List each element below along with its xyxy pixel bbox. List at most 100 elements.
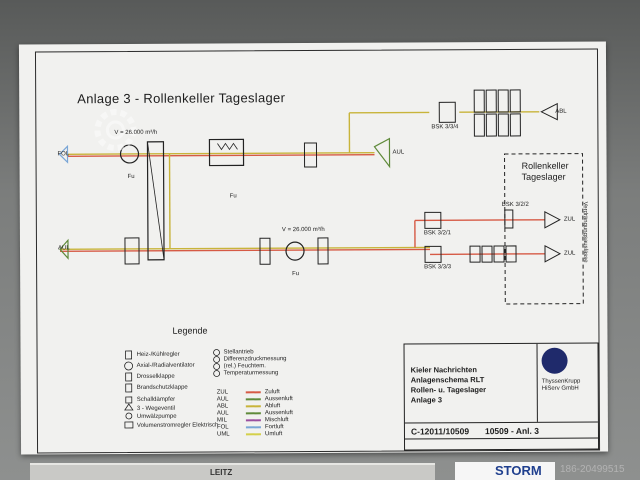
flow-top-label: V = 26.000 m³/h [114, 129, 158, 137]
line-label-fol: Fortluft [264, 424, 284, 431]
ahu-coil-left [146, 141, 165, 261]
legend-item-7: Umwälzpumpe [136, 413, 177, 420]
flow-bottom-label: V = 26.000 m³/h [281, 226, 325, 234]
bsk-top-5 [473, 113, 485, 137]
bsk-322 [504, 209, 514, 229]
abl-arrow [540, 102, 558, 121]
bsk-top-6 [485, 113, 497, 137]
aul-left-label: AUL [57, 245, 70, 252]
schematic-sheet: Anlage 3 - Rollenkeller Tageslager Rolle… [18, 41, 609, 455]
fan-top [119, 144, 140, 164]
line-code-uml: UML [216, 431, 230, 438]
bsk-333-label: BSK 3/3/3 [424, 264, 452, 271]
bsk-top-7 [497, 113, 509, 137]
legend-title: Legende [172, 325, 208, 336]
title-block-text: Kieler Nachrichten Anlagenschema RLT Rol… [404, 343, 538, 423]
legend-sym-9 [213, 349, 220, 356]
bsk-top-1 [473, 89, 485, 113]
binder-label: LEITZ [210, 468, 233, 477]
legend2-item-3: (rel.) Feuchtem. [223, 363, 266, 370]
bsk-top-8 [509, 113, 521, 137]
room-label-line1: Rollenkeller [521, 160, 569, 171]
abl-label: ABL [555, 108, 567, 115]
bsk-bot-4 [505, 245, 517, 263]
zul-top-arrow [544, 210, 561, 229]
legend-sym-7 [125, 412, 133, 420]
heat-exchanger-coil [217, 142, 238, 151]
duct-top-exhaust [67, 151, 375, 155]
fu-label-2: Fu [229, 193, 237, 200]
ahu-coil-diag [147, 141, 165, 260]
tb-sheet-no: 10509 - Anl. 3 [484, 425, 540, 437]
room-label-line2: Tageslager [521, 171, 566, 182]
hvac-schematic [58, 89, 584, 436]
tb-line1: Kieler Nachrichten [410, 365, 477, 375]
zul-bottom-arrow [544, 244, 562, 263]
legend-item-3: Drosselklappe [136, 373, 175, 380]
aul-left-arrow [59, 238, 69, 260]
silencer-bottom [317, 237, 329, 265]
storm-label-box [455, 462, 555, 480]
bsk-333 [424, 245, 442, 263]
silencer-top [303, 142, 318, 168]
company-logo [541, 347, 568, 374]
tb-line3: Rollen- u. Tageslager [410, 385, 487, 395]
legend-item-2: Axial-/Radialventilator [136, 362, 195, 369]
line-label-mil: Mischluft [264, 417, 289, 424]
zul-top-label: ZUL [563, 216, 576, 223]
duct-bottom-b [60, 248, 431, 253]
tb-line2: Anlagenschema RLT [410, 375, 485, 385]
bsk-top-4 [509, 89, 521, 113]
line-code-aul2: AUL [216, 410, 229, 417]
fu-label-1: Fu [127, 173, 135, 180]
bsk-bot-1 [469, 245, 481, 263]
tb-company2: HiServ GmbH [541, 385, 579, 392]
duct-zul-top [414, 219, 545, 222]
aul-right-arrow [373, 137, 391, 169]
legend2-item-4: Temperaturmessung [223, 370, 279, 377]
fu-label-3: Fu [292, 271, 300, 278]
legend-sym-6 [124, 403, 134, 411]
filter-bottom [259, 237, 271, 265]
fol-label: FOL [57, 151, 70, 158]
bsk-334 [438, 101, 456, 123]
line-label-zul: Zuluft [264, 389, 280, 396]
legend-sym-11 [213, 363, 221, 370]
room-outline [504, 153, 584, 305]
legend-sym-12 [213, 370, 221, 377]
fan-bottom [285, 241, 305, 261]
legend-sym-2 [124, 361, 134, 371]
line-label-aul: Aussenluft [264, 396, 293, 403]
damper-bottom-left [124, 237, 140, 265]
legend-sym-4 [125, 383, 133, 393]
heat-exchanger-top [208, 138, 245, 167]
legend-item-6: 3 - Wegeventil [136, 405, 176, 412]
fol-arrow [58, 144, 69, 164]
page-title: Anlage 3 - Rollenkeller Tageslager [77, 90, 286, 107]
aul-right-label: AUL [392, 149, 405, 156]
bsk-321 [424, 211, 442, 229]
line-code-abl: ABL [216, 403, 229, 410]
storm-label: STORM [495, 463, 542, 478]
zul-bottom-label: ZUL [564, 250, 576, 257]
bsk-322-label: BSK 3/2/2 [501, 201, 529, 209]
legend-sym-5 [125, 396, 133, 404]
duct-zul-bottom [430, 253, 546, 256]
gear-watermark-icon [87, 102, 143, 158]
title-block: Kieler Nachrichten Anlagenschema RLT Rol… [403, 342, 600, 451]
tb-line4: Anlage 3 [410, 395, 443, 405]
legend-item-8: Volumenstromregler Elektrisch [136, 422, 219, 429]
tb-company: ThyssenKrupp [541, 378, 581, 385]
bsk-bot-3 [493, 245, 505, 263]
legend2-item-2: Differenzdruckmessung [223, 356, 287, 363]
legend-sym-10 [213, 356, 220, 363]
duct-top-supply [67, 153, 375, 157]
line-label-aul2: Aussenluft [264, 410, 293, 417]
title-block-footer [404, 437, 599, 451]
line-code-fol: FOL [216, 424, 229, 431]
bsk-321-label: BSK 3/2/1 [423, 230, 451, 237]
legend-sym-1 [125, 350, 132, 360]
bsk-top-3 [497, 89, 509, 113]
legend2-item-1: Stellantrieb [223, 349, 254, 356]
bsk-bot-2 [481, 245, 493, 263]
